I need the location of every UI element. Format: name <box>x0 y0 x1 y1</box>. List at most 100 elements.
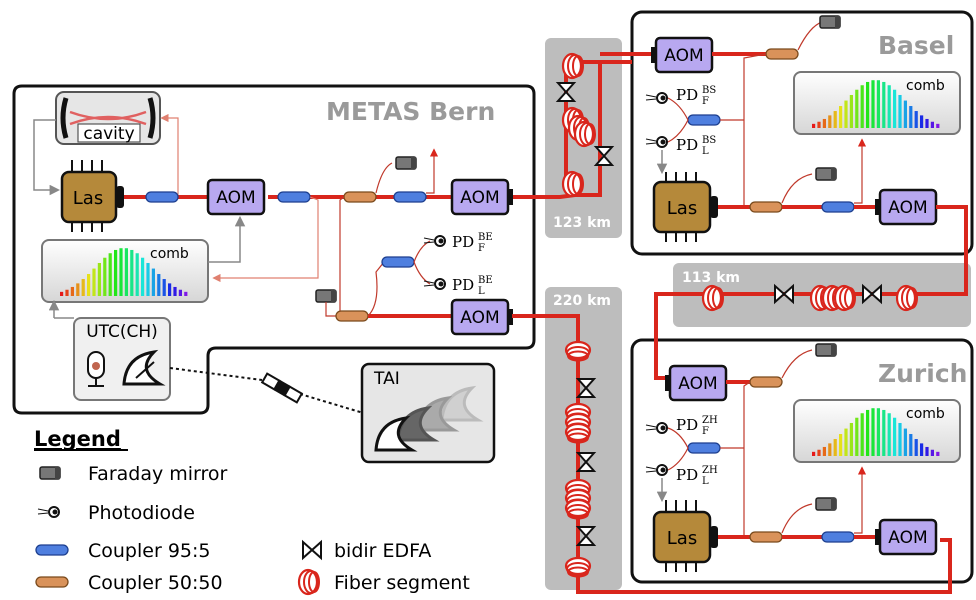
comb-line <box>157 274 161 296</box>
tai-box: TAI <box>360 362 496 464</box>
fiber-segment-icon <box>564 340 592 362</box>
fiber-segment-icon <box>573 120 597 148</box>
comb-line <box>903 428 907 456</box>
bern-aom-2-label: AOM <box>460 188 499 208</box>
comb-line <box>822 446 826 456</box>
comb-line <box>909 434 913 456</box>
comb-line <box>914 111 918 128</box>
zurich-comb-label: comb <box>906 406 945 422</box>
photodiode-icon <box>37 506 60 518</box>
basel-comb-label: comb <box>906 78 945 94</box>
bern-coupler-95-5-b <box>277 191 311 203</box>
faraday-mirror-icon <box>39 466 61 480</box>
fiber-segment-icon <box>561 170 585 198</box>
zurich-pd-l-sub: L <box>702 476 709 487</box>
basel-coupler-95-5-a <box>687 114 721 126</box>
bern-comb: comb <box>41 239 209 303</box>
link-length-basel-zurich: 113 km <box>682 270 740 286</box>
comb-line <box>893 89 897 128</box>
basel-coupler-95-5-b <box>821 201 855 213</box>
fiber-segment-icon <box>895 284 919 312</box>
zurich-laser-label: Las <box>667 528 697 549</box>
comb-line <box>860 85 864 128</box>
link-length-bern-basel: 123 km <box>553 215 611 231</box>
comb-line <box>70 286 74 296</box>
comb-line <box>920 115 924 128</box>
comb-line <box>866 409 870 456</box>
fiber-segment-icon <box>701 284 725 312</box>
satellite-dish-icon <box>122 349 166 386</box>
basel-pd-f-sub: F <box>702 96 709 107</box>
comb-line <box>81 279 85 296</box>
basel-faraday-mirror-a <box>819 15 841 29</box>
comb-line <box>930 121 934 128</box>
comb-line <box>903 100 907 128</box>
coupler-50-50-icon <box>35 576 69 588</box>
basel-laser: Las <box>652 172 718 242</box>
legend-title: Legend <box>34 427 121 451</box>
basel-coupler-50-50-a <box>765 48 799 60</box>
legend-item-coupler-50-50: Coupler 50:50 <box>88 572 223 594</box>
legend: Legend Faraday mirror Photodiode Coupler… <box>34 427 470 596</box>
comb-line <box>898 422 902 456</box>
bern-pd-f-sub: F <box>478 243 485 254</box>
zurich-pd-f-sup: ZH <box>702 415 718 426</box>
bern-coupler-50-50-b <box>335 310 369 322</box>
basel-aom-2: AOM <box>875 188 938 226</box>
comb-line <box>893 417 897 456</box>
bern-pd-f-sup: BE <box>478 232 493 243</box>
legend-item-bidir-edfa: bidir EDFA <box>334 540 431 562</box>
comb-line <box>76 283 80 296</box>
bern-pd-f-label: PD <box>452 233 474 251</box>
zurich-coupler-95-5-b <box>821 531 855 543</box>
bern-comb-label: comb <box>150 246 189 262</box>
bern-coupler-50-50-a <box>343 191 377 203</box>
comb-line <box>887 413 891 456</box>
comb-line <box>936 451 940 456</box>
comb-line <box>114 249 118 296</box>
comb-line <box>871 80 875 128</box>
legend-item-faraday-mirror: Faraday mirror <box>88 463 228 485</box>
comb-line <box>103 257 107 296</box>
comb-line <box>839 106 843 128</box>
comb-line <box>849 422 853 456</box>
fiber-segment-icon <box>564 556 592 578</box>
comb-line <box>168 283 172 296</box>
basel-aom-1: AOM <box>651 36 714 74</box>
bern-aom-1-label: AOM <box>216 188 255 208</box>
zurich-pd-f-label: PD <box>676 416 698 434</box>
legend-item-fiber-segment: Fiber segment <box>334 572 470 594</box>
comb-line <box>817 449 821 456</box>
comb-line <box>108 253 112 296</box>
basel-laser-label: Las <box>667 198 697 219</box>
tai-label: TAI <box>373 369 400 389</box>
comb-line <box>146 262 150 296</box>
comb-line <box>925 118 929 128</box>
zurich-pd-l-label: PD <box>676 466 698 484</box>
basel-title: Basel <box>878 31 954 60</box>
zurich-aom-1: AOM <box>665 364 728 402</box>
comb-line <box>860 413 864 456</box>
comb-line <box>828 115 832 128</box>
zurich-comb: comb <box>793 399 961 463</box>
comb-line <box>65 289 69 296</box>
clock-icon <box>87 351 105 387</box>
comb-line <box>97 262 101 296</box>
utc-label: UTC(CH) <box>86 322 158 342</box>
fiber-segment-icon <box>297 568 321 596</box>
basel-pd-f-label: PD <box>676 86 698 104</box>
comb-line <box>914 439 918 456</box>
bern-laser-label: Las <box>73 188 103 209</box>
comb-line <box>876 408 880 456</box>
comb-line <box>925 446 929 456</box>
comb-line <box>130 249 134 296</box>
comb-line <box>844 100 848 128</box>
basel-comb: comb <box>793 71 961 135</box>
basel-aom-1-label: AOM <box>664 46 703 66</box>
bern-faraday-mirror-b <box>315 289 337 303</box>
comb-line <box>882 81 886 128</box>
comb-line <box>882 409 886 456</box>
basel-faraday-mirror-b <box>815 167 837 181</box>
comb-line <box>855 89 859 128</box>
